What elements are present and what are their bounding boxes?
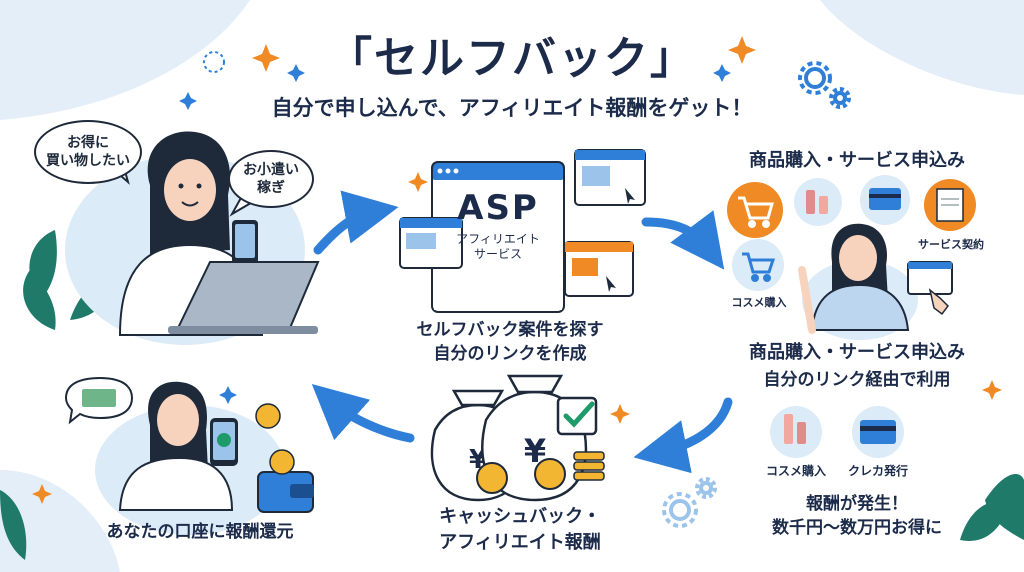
wallet-icon (255, 403, 314, 513)
bubble-text-line1: お小遣い (243, 162, 299, 178)
flow-arrow (311, 190, 733, 474)
checkbox-icon (556, 396, 598, 436)
bubble-text-line2: 稼ぎ (257, 180, 285, 196)
shopping-cart-icon (742, 252, 776, 282)
step3-caption-sub: 自分のリンク経由で利用 (763, 370, 951, 390)
browser-window-icon (907, 261, 953, 316)
step3-caption-heading: 商品購入・サービス申込み (749, 342, 965, 363)
step2-caption-line1: セルフバック案件を探す (416, 320, 604, 340)
asp-label: ASP (457, 188, 539, 228)
step4-caption-line1: キャッシュバック・ (439, 506, 601, 527)
bubble-text-line2: 買い物したい (46, 153, 130, 169)
browser-window-icon (399, 217, 463, 269)
step5-caption: あなたの口座に報酬還元 (106, 522, 294, 542)
cosmetics-icon (806, 190, 815, 214)
step3-heading: 商品購入・サービス申込み (749, 150, 965, 171)
icon-label-cosme: コスメ購入 (765, 464, 826, 478)
speech-bubble-pocket-money: お小遣い 稼ぎ (228, 150, 314, 208)
page-title: 「セルフバック」 (328, 33, 696, 84)
reward-result-line1: 報酬が発生！ (806, 494, 908, 514)
speech-bubble-shopping: お得に 買い物したい (34, 120, 142, 184)
asp-sub-line2: サービス (473, 247, 522, 261)
cosmetics-icon (784, 414, 793, 444)
svg-text:¥: ¥ (524, 432, 546, 470)
credit-card-icon (860, 420, 896, 444)
reward-result: 報酬が発生！ 数千円〜数万円お得に (712, 492, 1002, 540)
step2-caption: セルフバック案件を探す 自分のリンクを作成 (380, 318, 640, 366)
sparkle-icon (32, 36, 1002, 504)
cash-bubble-icon (64, 376, 134, 425)
bubble-text-line1: お得に (67, 135, 109, 151)
browser-window-icon (574, 149, 646, 206)
page-subtitle: 自分で申し込んで、アフィリエイト報酬をゲット！ (271, 96, 753, 120)
reward-result-line2: 数千円〜数万円お得に (772, 518, 942, 538)
plant-icon (0, 230, 1024, 560)
coin-icon (476, 451, 605, 494)
credit-card-icon (869, 188, 901, 210)
browser-window-icon (564, 241, 634, 297)
step2-caption-line2: 自分のリンクを作成 (433, 344, 587, 364)
tag-cosme-purchase: コスメ購入 (724, 294, 794, 310)
gear-icon (662, 61, 851, 528)
shopping-cart-icon (738, 196, 774, 228)
step4-caption: キャッシュバック・ アフィリエイト報酬 (390, 504, 650, 556)
icon-label-credit-card: クレカ発行 (847, 464, 908, 478)
asp-sub-label: アフィリエイト サービス (434, 232, 562, 262)
tag-service-contract: サービス契約 (912, 236, 990, 252)
step4-caption-line2: アフィリエイト報酬 (439, 532, 601, 553)
asp-sub-line1: アフィリエイト (456, 232, 540, 246)
